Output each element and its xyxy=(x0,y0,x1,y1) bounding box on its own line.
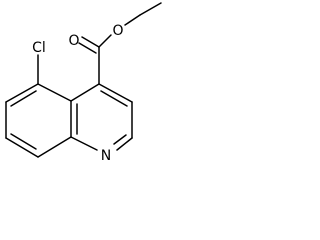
bond-c7-c8 xyxy=(5,137,39,158)
bond-c8-c8a xyxy=(37,136,72,158)
bond-c5-c6 xyxy=(5,83,39,103)
bond-o-carbonyl xyxy=(98,34,112,48)
atom-label-o-carbonyl: O xyxy=(68,33,79,49)
bond-c2-n xyxy=(116,137,133,151)
bond-c5-c6-inner xyxy=(10,90,37,107)
bond-c7-c8-inner xyxy=(10,133,37,150)
bond-carbonyl-double-a xyxy=(81,36,100,48)
structure-diagram: O O Cl N xyxy=(5,2,162,164)
bond-c4-c4a xyxy=(70,83,100,102)
bond-c4a-c5 xyxy=(37,83,72,102)
bond-carbonyl-double-b xyxy=(78,42,97,54)
bond-ethyl-ch2-o xyxy=(124,14,141,26)
bond-c2-n-inner xyxy=(113,134,127,145)
bond-c4-c3 xyxy=(98,83,133,103)
bond-c4-c3-inner xyxy=(100,90,128,107)
bond-n-c8a xyxy=(70,136,98,151)
atom-label-o-ester: O xyxy=(112,23,123,39)
atom-label-cl: Cl xyxy=(32,40,46,56)
bond-ethyl-ch3 xyxy=(139,2,162,16)
atom-label-n: N xyxy=(101,148,111,164)
